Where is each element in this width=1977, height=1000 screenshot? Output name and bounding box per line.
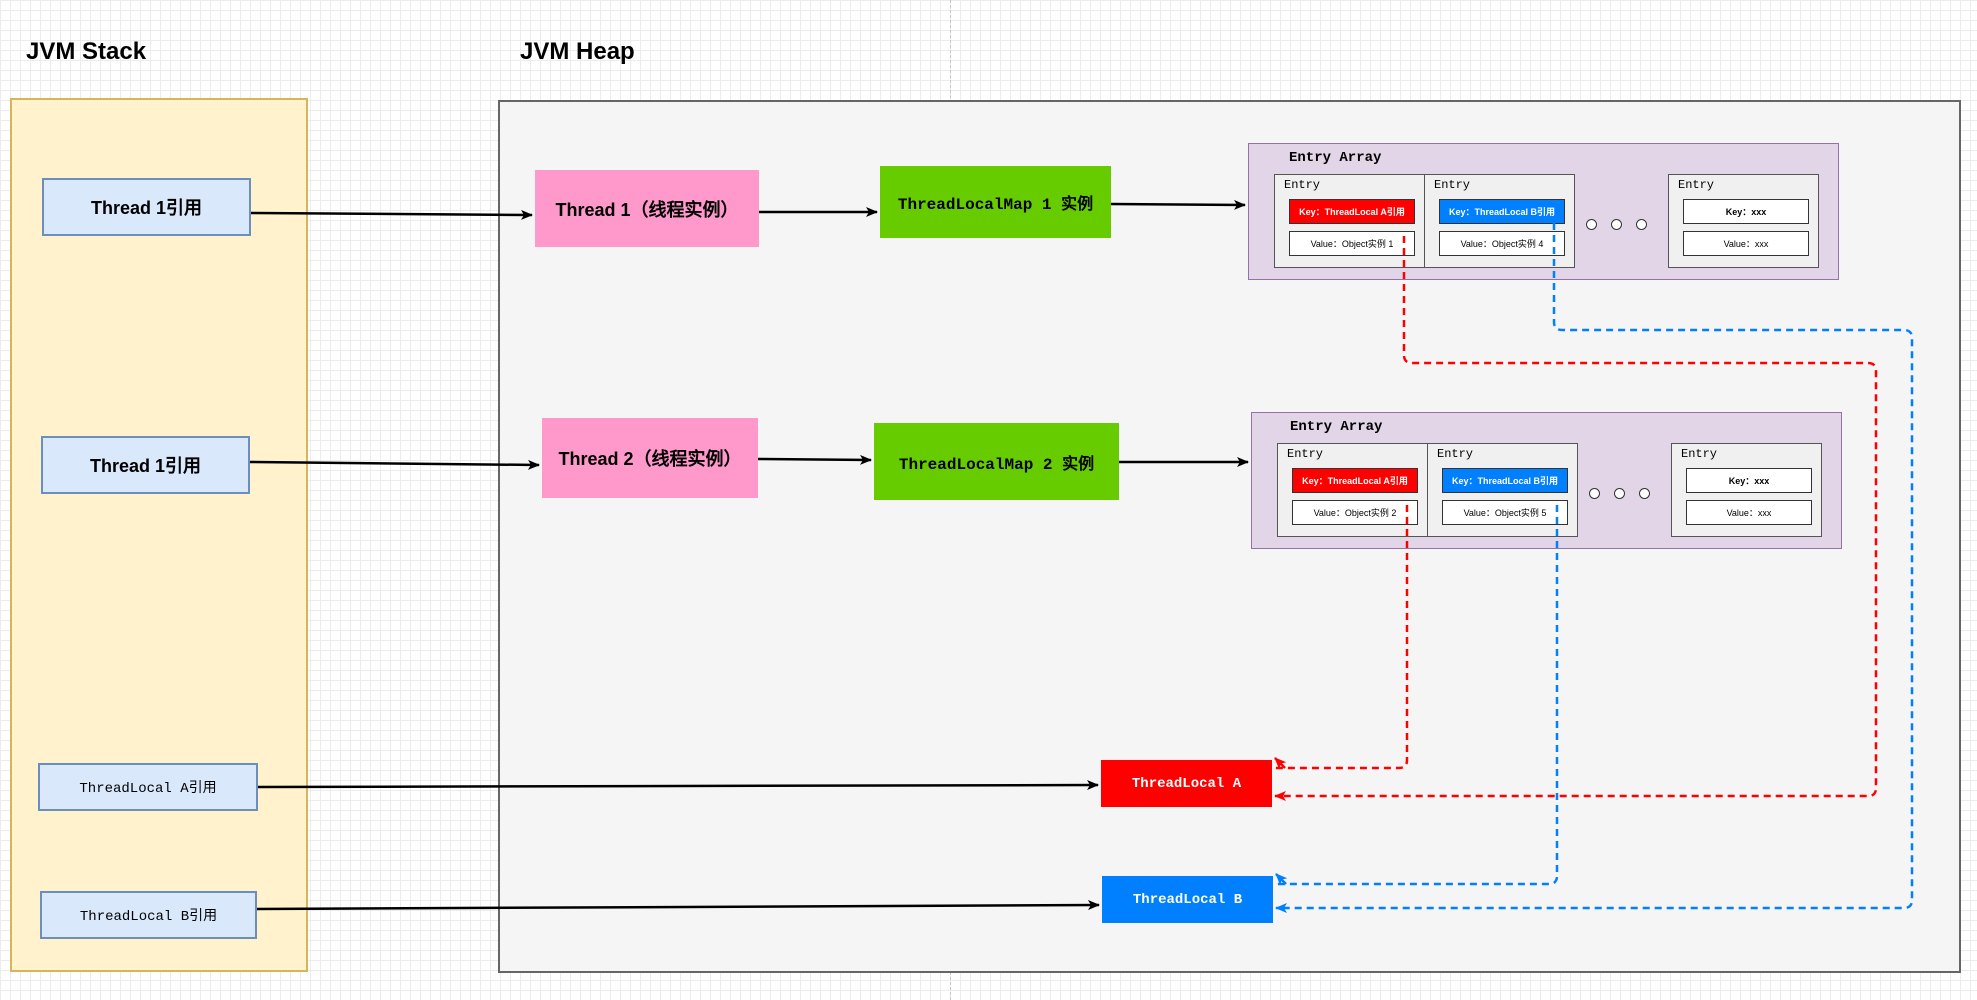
entry-array-label: Entry Array (1289, 150, 1382, 166)
threadlocal-b-object[interactable]: ThreadLocal B (1102, 876, 1273, 923)
heap-title: JVM Heap (520, 38, 635, 65)
thread1-instance[interactable]: Thread 1（线程实例） (535, 170, 759, 247)
value-object[interactable]: Value：Object实例 5 (1442, 500, 1568, 525)
threadlocalmap1-instance[interactable]: ThreadLocalMap 1 实例 (880, 166, 1111, 238)
entry-array-label: Entry Array (1290, 419, 1383, 435)
stack-title: JVM Stack (26, 38, 147, 65)
ellipsis-dot (1611, 219, 1622, 230)
entry-label: Entry (1678, 178, 1715, 192)
value-xxx[interactable]: Value：xxx (1683, 231, 1809, 256)
entry-array-1: Entry Array Entry Key：ThreadLocal A引用 Va… (1248, 143, 1839, 280)
key-threadlocal-a[interactable]: Key：ThreadLocal A引用 (1292, 468, 1418, 493)
threadlocal-a-ref[interactable]: ThreadLocal A引用 (38, 763, 258, 811)
entry-label: Entry (1681, 447, 1718, 461)
entry-array-2: Entry Array Entry Key：ThreadLocal A引用 Va… (1251, 412, 1842, 549)
thread1-ref[interactable]: Thread 1引用 (42, 178, 251, 236)
value-object[interactable]: Value：Object实例 1 (1289, 231, 1415, 256)
threadlocalmap2-instance[interactable]: ThreadLocalMap 2 实例 (874, 423, 1119, 500)
ellipsis-dot (1614, 488, 1625, 499)
entry-label: Entry (1437, 447, 1474, 461)
key-xxx[interactable]: Key：xxx (1686, 468, 1812, 493)
key-threadlocal-b[interactable]: Key：ThreadLocal B引用 (1439, 199, 1565, 224)
entry-label: Entry (1284, 178, 1321, 192)
ellipsis-dot (1589, 488, 1600, 499)
entry-label: Entry (1287, 447, 1324, 461)
jvm-stack-container (10, 98, 308, 972)
entry-a: Entry Key：ThreadLocal A引用 Value：Object实例… (1274, 174, 1425, 268)
ellipsis-dot (1636, 219, 1647, 230)
threadlocal-a-object[interactable]: ThreadLocal A (1101, 760, 1272, 807)
entry-a: Entry Key：ThreadLocal A引用 Value：Object实例… (1277, 443, 1428, 537)
entry-x: Entry Key：xxx Value：xxx (1671, 443, 1822, 537)
entry-b: Entry Key：ThreadLocal B引用 Value：Object实例… (1427, 443, 1578, 537)
entry-b: Entry Key：ThreadLocal B引用 Value：Object实例… (1424, 174, 1575, 268)
key-threadlocal-a[interactable]: Key：ThreadLocal A引用 (1289, 199, 1415, 224)
value-xxx[interactable]: Value：xxx (1686, 500, 1812, 525)
value-object[interactable]: Value：Object实例 2 (1292, 500, 1418, 525)
value-object[interactable]: Value：Object实例 4 (1439, 231, 1565, 256)
ellipsis-dot (1639, 488, 1650, 499)
key-threadlocal-b[interactable]: Key：ThreadLocal B引用 (1442, 468, 1568, 493)
ellipsis-dot (1586, 219, 1597, 230)
thread2-instance[interactable]: Thread 2（线程实例） (542, 418, 758, 498)
entry-label: Entry (1434, 178, 1471, 192)
key-xxx[interactable]: Key：xxx (1683, 199, 1809, 224)
threadlocal-b-ref[interactable]: ThreadLocal B引用 (40, 891, 257, 939)
entry-x: Entry Key：xxx Value：xxx (1668, 174, 1819, 268)
thread2-ref[interactable]: Thread 1引用 (41, 436, 250, 494)
